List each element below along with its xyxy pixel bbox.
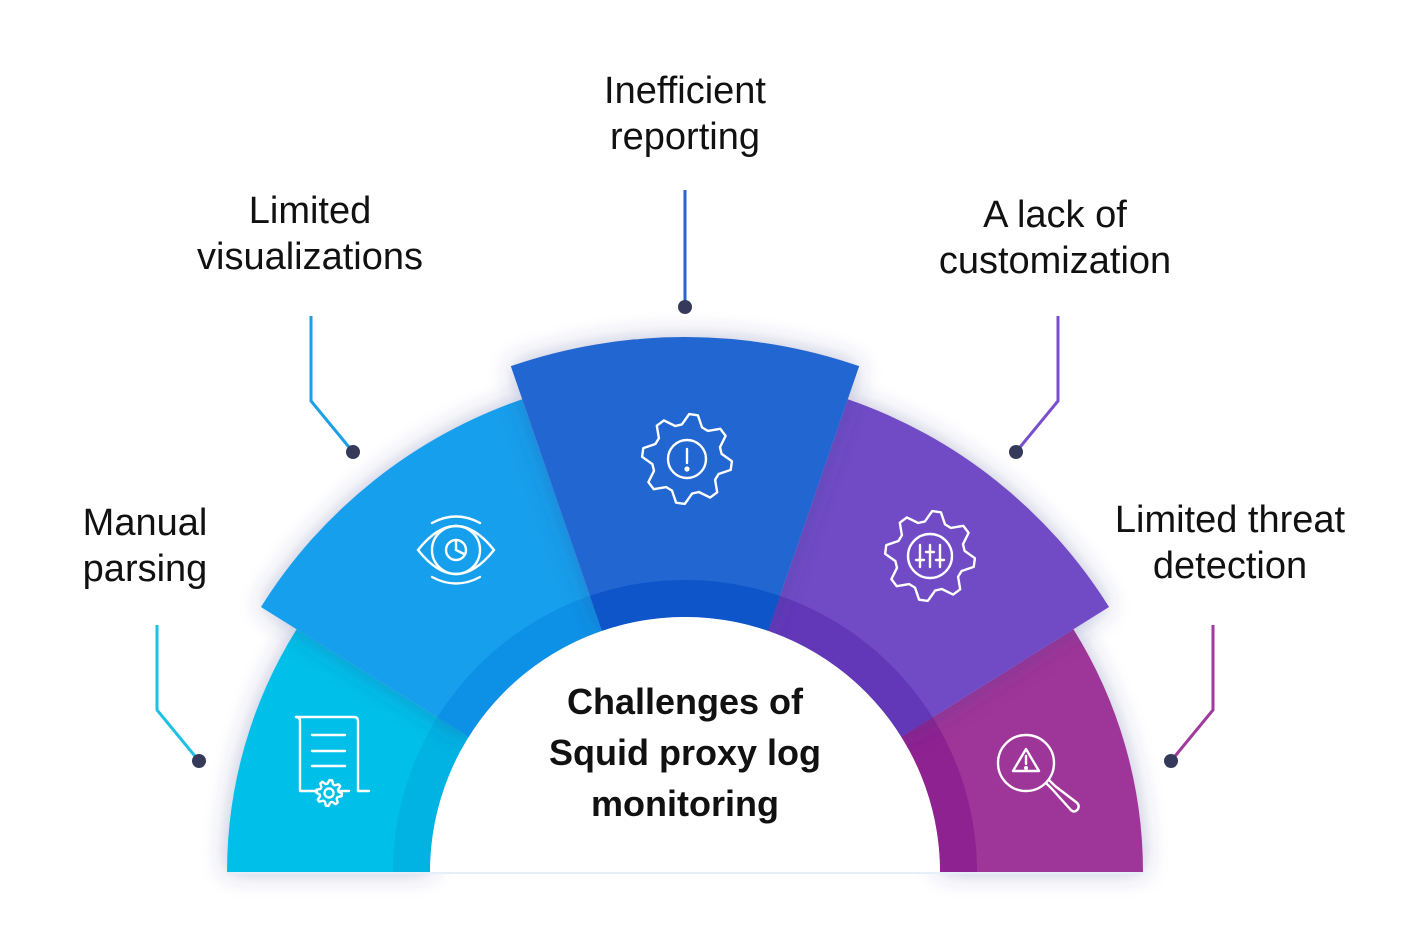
baseline [227, 872, 1143, 874]
center-hub [430, 617, 940, 872]
label-line: customization [938, 240, 1172, 282]
segment-lack-of-customization [768, 399, 1110, 737]
segment-manual-parsing-inner-band [393, 717, 469, 872]
connector-line-lack-of-customization [1014, 316, 1060, 453]
label-line: reporting [610, 116, 760, 158]
gear-sliders-icon [883, 509, 977, 603]
segment-manual-parsing [227, 629, 469, 872]
magnifier-warning-icon [996, 733, 1080, 813]
segment-limited-visualizations [260, 399, 602, 737]
segment-inefficient-reporting-body [510, 337, 860, 631]
label-line: Limited [248, 190, 372, 232]
label-line: Limited threat [1114, 499, 1346, 541]
connector-line-limited-visualizations [309, 316, 355, 453]
segment-limited-threat-detection-inner-band [901, 717, 977, 872]
label-manual-parsing: Manual parsing [60, 500, 230, 592]
connector-dot-limited-threat-detection [1164, 754, 1178, 768]
title-line: monitoring [591, 783, 779, 824]
gear-alert-icon [640, 412, 734, 506]
connector-dot-manual-parsing [192, 754, 206, 768]
segment-inefficient-reporting [510, 337, 860, 631]
label-limited-threat-detection: Limited threat detection [1090, 497, 1370, 589]
label-limited-visualizations: Limited visualizations [170, 188, 450, 280]
label-lack-of-customization: A lack of customization [915, 192, 1195, 284]
segment-lack-of-customization-inner-band [768, 595, 933, 737]
segment-limited-visualizations-inner-band [437, 595, 602, 737]
label-line: A lack of [983, 194, 1127, 236]
label-line: Manual [82, 502, 208, 544]
segment-limited-threat-detection [901, 629, 1143, 872]
eye-chart-icon [416, 515, 496, 585]
connector-dot-limited-visualizations [346, 445, 360, 459]
label-inefficient-reporting: Inefficient reporting [555, 68, 815, 160]
title-line: Squid proxy log [548, 732, 821, 773]
connector-line-limited-threat-detection [1169, 625, 1215, 762]
center-title: Challenges of Squid proxy log monitoring [485, 676, 885, 829]
label-line: visualizations [197, 236, 423, 278]
label-line: detection [1152, 545, 1308, 587]
title-line: Challenges of [566, 681, 804, 722]
connector-dot-inefficient-reporting [678, 300, 692, 314]
document-gear-icon [294, 715, 371, 808]
connector-dot-lack-of-customization [1009, 445, 1023, 459]
label-line: Inefficient [604, 70, 766, 112]
segment-inefficient-reporting-inner-band [589, 579, 781, 631]
connector-line-manual-parsing [155, 625, 201, 762]
label-line: parsing [82, 548, 208, 590]
